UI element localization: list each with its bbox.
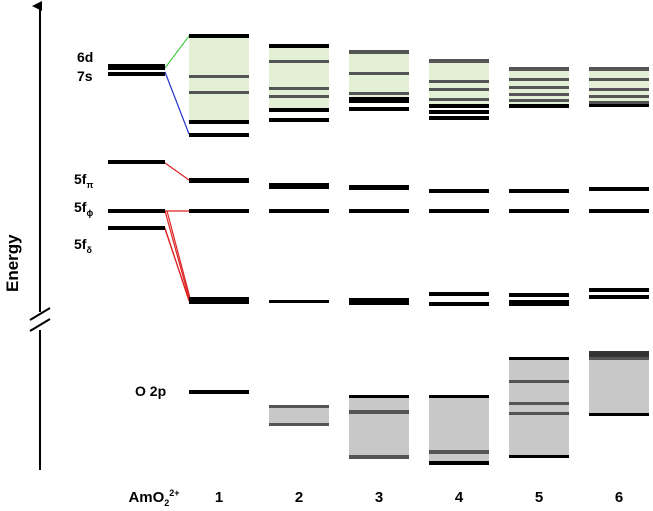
connectors	[164, 35, 191, 304]
label-molecule: AmO22+	[128, 488, 180, 508]
levels-col-5	[509, 67, 569, 458]
ref-level-5f-phi	[108, 209, 165, 213]
label-6d: 6d	[77, 49, 94, 65]
d-bands	[189, 35, 649, 122]
o2p-band-col-2	[269, 406, 329, 426]
red-connector-pi	[164, 162, 190, 181]
red-connector-delta-b	[164, 228, 191, 304]
label-o2p: O 2p	[135, 383, 167, 399]
column-label-3: 3	[374, 489, 384, 506]
ref-level-5f-delta	[108, 226, 165, 230]
label-7s: 7s	[77, 68, 93, 84]
energy-axis-label: Energy	[3, 234, 22, 292]
column-label-4: 4	[454, 489, 464, 506]
d-band-col-6	[589, 68, 649, 106]
levels-col-4	[429, 59, 489, 465]
red-connector-phi-down-a	[164, 210, 190, 299]
ref-level-6d	[108, 64, 165, 70]
label-5f-delta: 5fδ	[74, 236, 92, 255]
blue-connector	[164, 71, 190, 135]
o2p-band-col-6	[589, 352, 649, 415]
green-connector	[164, 35, 190, 69]
column-label-5: 5	[534, 489, 544, 506]
levels-col-1	[189, 34, 249, 394]
label-5f-phi: 5fϕ	[74, 199, 94, 218]
axis-break-mark-lower	[29, 318, 51, 332]
axis-break-mark-upper	[29, 307, 51, 321]
o2p-band-col-5	[509, 358, 569, 457]
column-label-1: 1	[214, 489, 224, 506]
column-label-2: 2	[294, 489, 304, 506]
d-band-col-2	[269, 46, 329, 112]
ref-level-7s	[108, 72, 165, 76]
ref-level-5f-pi	[108, 160, 165, 164]
levels-col-6	[589, 67, 649, 416]
o2p-band-col-3	[349, 396, 409, 458]
levels-col-3	[349, 50, 409, 459]
label-5f-pi: 5fπ	[74, 171, 94, 190]
column-label-6: 6	[614, 489, 624, 506]
d-band-col-3	[349, 52, 409, 99]
d-band-col-1	[189, 35, 249, 122]
levels-col-2	[269, 44, 329, 426]
red-connector-phi-down-b	[166, 210, 191, 299]
reference-levels	[108, 64, 165, 230]
